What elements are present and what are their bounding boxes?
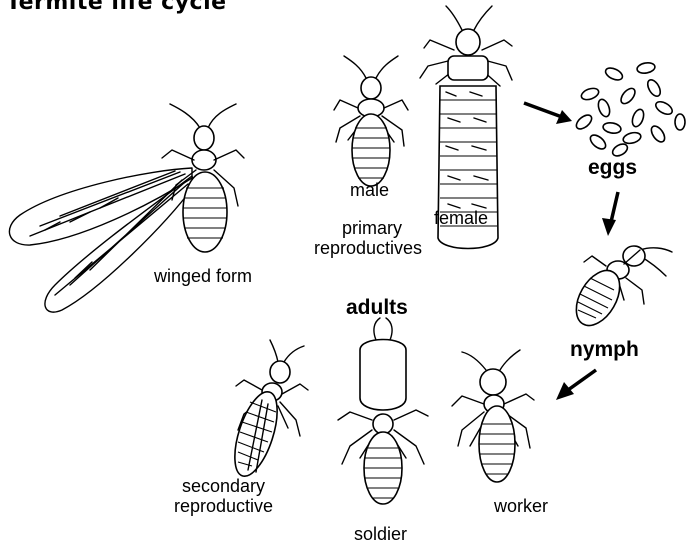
label-winged-form: winged form xyxy=(154,266,252,286)
male-termite xyxy=(334,56,408,186)
label-primary: primary xyxy=(342,218,402,238)
arrow-to-nymph xyxy=(602,192,618,236)
label-adults: adults xyxy=(346,298,408,318)
label-worker: worker xyxy=(494,496,548,516)
label-secondary: secondary xyxy=(182,476,265,496)
label-reproductives: reproductives xyxy=(314,238,422,258)
label-reproductive: reproductive xyxy=(174,496,273,516)
label-eggs: eggs xyxy=(588,158,637,178)
label-nymph: nymph xyxy=(570,340,639,360)
arrow-to-worker xyxy=(556,370,596,400)
arrow-to-eggs xyxy=(524,103,572,124)
worker-termite xyxy=(452,350,534,482)
eggs-cluster xyxy=(574,62,685,159)
label-female: female xyxy=(434,208,488,228)
nymph-termite xyxy=(567,246,672,333)
label-soldier: soldier xyxy=(354,524,407,544)
label-male: male xyxy=(350,180,389,200)
secondary-reproductive-termite xyxy=(226,340,308,481)
soldier-termite xyxy=(338,318,428,504)
